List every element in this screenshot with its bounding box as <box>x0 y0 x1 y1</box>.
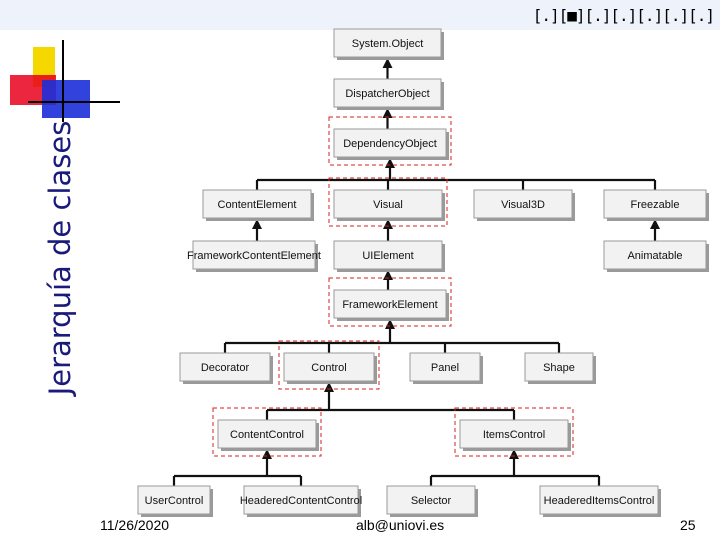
node-content-control: ContentControl <box>212 407 322 457</box>
footer-date: 11/26/2020 <box>100 517 170 533</box>
arrowhead-freezable <box>650 219 660 229</box>
node-label-visual3-d: Visual3D <box>501 199 545 211</box>
node-label-animatable: Animatable <box>627 250 682 262</box>
node-content-element: ContentElement <box>202 189 314 221</box>
node-box-dependency-object <box>333 128 447 158</box>
node-label-items-control: ItemsControl <box>483 429 545 441</box>
node-box-content-control <box>217 419 317 449</box>
node-dispatcher-object: DispatcherObject <box>333 78 444 110</box>
node-box-dispatcher-object <box>333 78 442 108</box>
node-box-visual3-d <box>473 189 573 219</box>
node-framework-element: FrameworkElement <box>328 277 452 327</box>
node-panel: Panel <box>409 352 483 384</box>
node-box-animatable <box>603 240 707 270</box>
node-framework-content-element: FrameworkContentElement <box>187 240 321 272</box>
node-box-selector <box>386 485 476 515</box>
node-label-content-control: ContentControl <box>230 429 304 441</box>
node-label-shape: Shape <box>543 362 575 374</box>
highlight-content-control <box>212 407 322 457</box>
arrowhead-control <box>324 382 334 392</box>
highlight-dependency-object <box>328 116 452 166</box>
node-freezable: Freezable <box>603 189 709 221</box>
node-user-control: UserControl <box>137 485 213 517</box>
highlight-control <box>278 340 380 390</box>
node-headered-items-control: HeaderedItemsControl <box>539 485 661 517</box>
node-box-system-object <box>333 28 442 58</box>
corner-logo <box>10 40 120 122</box>
nodes-layer: System.ObjectDispatcherObjectDependencyO… <box>137 28 709 517</box>
node-box-items-control <box>459 419 569 449</box>
node-label-panel: Panel <box>431 362 459 374</box>
node-box-visual <box>333 189 443 219</box>
node-box-shape <box>524 352 594 382</box>
node-animatable: Animatable <box>603 240 709 272</box>
node-control: Control <box>278 340 380 390</box>
arrowhead-dispatcher-object <box>382 108 393 118</box>
node-items-control: ItemsControl <box>454 407 574 457</box>
node-selector: Selector <box>386 485 478 517</box>
node-box-control <box>283 352 375 382</box>
node-box-framework-content-element <box>192 240 316 270</box>
footer-email: alb@uniovi.es <box>356 517 445 533</box>
node-system-object: System.Object <box>333 28 444 60</box>
node-box-uielement <box>333 240 443 270</box>
node-box-decorator <box>179 352 271 382</box>
node-box-panel <box>409 352 481 382</box>
node-visual: Visual <box>328 177 448 227</box>
node-label-dependency-object: DependencyObject <box>343 138 437 150</box>
node-label-selector: Selector <box>411 495 452 507</box>
node-box-content-element <box>202 189 312 219</box>
header-marks: [.][■][.][.][.][.][.] <box>532 6 715 25</box>
node-label-framework-content-element: FrameworkContentElement <box>187 250 321 262</box>
node-visual3-d: Visual3D <box>473 189 575 221</box>
edges-layer <box>172 58 660 486</box>
node-label-dispatcher-object: DispatcherObject <box>345 88 429 100</box>
highlight-framework-element <box>328 277 452 327</box>
node-label-decorator: Decorator <box>201 362 250 374</box>
highlight-items-control <box>454 407 574 457</box>
node-label-system-object: System.Object <box>352 38 424 50</box>
node-box-freezable <box>603 189 707 219</box>
node-label-headered-items-control: HeaderedItemsControl <box>544 495 655 507</box>
node-label-framework-element: FrameworkElement <box>342 299 437 311</box>
node-label-freezable: Freezable <box>631 199 680 211</box>
node-box-framework-element <box>333 289 447 319</box>
node-headered-content-control: HeaderedContentControl <box>240 485 362 517</box>
node-uielement: UIElement <box>333 240 445 272</box>
node-box-user-control <box>137 485 211 515</box>
arrowhead-system-object <box>382 58 393 68</box>
node-label-control: Control <box>311 362 346 374</box>
highlight-visual <box>328 177 448 227</box>
logo-blue-square <box>42 80 90 118</box>
node-label-user-control: UserControl <box>145 495 204 507</box>
node-label-content-element: ContentElement <box>218 199 297 211</box>
node-label-headered-content-control: HeaderedContentControl <box>240 495 362 507</box>
node-shape: Shape <box>524 352 596 384</box>
footer-page-number: 25 <box>680 517 696 533</box>
node-dependency-object: DependencyObject <box>328 116 452 166</box>
node-label-uielement: UIElement <box>362 250 413 262</box>
arrowhead-content-element <box>252 219 262 229</box>
header-bar: [.][■][.][.][.][.][.] <box>0 0 720 30</box>
node-decorator: Decorator <box>179 352 273 384</box>
node-box-headered-items-control <box>539 485 659 515</box>
node-box-headered-content-control <box>243 485 359 515</box>
node-label-visual: Visual <box>373 199 403 211</box>
